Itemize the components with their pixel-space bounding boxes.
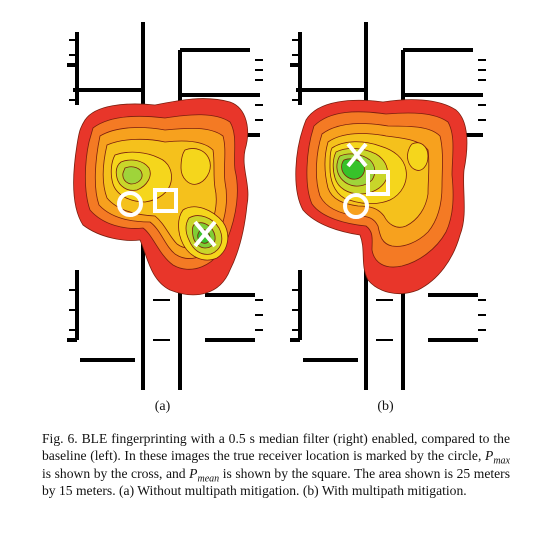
subfigure-label-a: (a): [154, 399, 171, 414]
caption-text-3: is shown by the square. The area shown i…: [42, 465, 511, 499]
heatmap-contours-a: [73, 98, 249, 296]
pmean-subscript: mean: [197, 473, 220, 485]
true-location-circle: [117, 191, 143, 217]
caption-text-2: is shown by the cross, and: [42, 465, 190, 481]
pmax-subscript: max: [493, 456, 510, 468]
heatmap-panel-a: (a): [55, 10, 270, 414]
pmean-square: [153, 188, 178, 213]
heatmap-b-graphic: [290, 22, 486, 390]
markers-a: [117, 188, 217, 248]
pmax-cross: [193, 220, 217, 248]
pmax-symbol: P: [485, 448, 494, 464]
heatmap-a-graphic: [67, 22, 263, 390]
figure-caption: Fig. 6. BLE fingerprinting with a 0.5 s …: [42, 430, 510, 500]
pmean-symbol: P: [189, 465, 198, 481]
markers-b: [343, 142, 390, 219]
caption-fig-label: Fig. 6.: [42, 431, 78, 446]
floorplan-ticks: [292, 39, 486, 341]
subfigure-label-b: (b): [377, 399, 394, 414]
heatmap-contours-b: [295, 99, 468, 294]
caption-text-1: BLE fingerprinting with a 0.5 s median f…: [42, 431, 510, 464]
pmax-cross: [346, 142, 368, 168]
pmean-square: [366, 170, 390, 196]
heatmap-panel-b: (b): [278, 10, 493, 414]
true-location-circle: [343, 193, 369, 219]
